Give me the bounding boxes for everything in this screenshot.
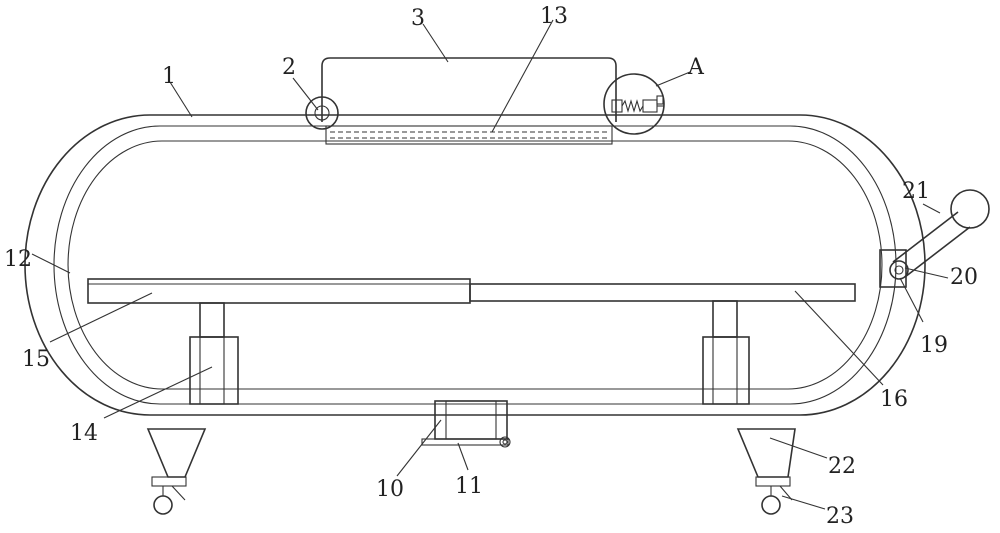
support-stand-right [702,300,750,405]
label-11: 11 [455,474,483,499]
leader-lines [31,19,949,510]
label-16: 16 [880,387,908,412]
bottom-drain [421,400,511,448]
label-12: 12 [4,247,32,272]
leg-right [736,428,796,515]
label-14: 14 [70,421,98,446]
latch-detail [603,73,665,135]
top-lid [321,57,617,145]
label-10: 10 [376,477,404,502]
shelf-rails [87,278,856,304]
label-3: 3 [411,6,425,31]
label-23: 23 [826,504,854,528]
tank-body [24,114,926,416]
side-handle [879,189,990,288]
label-19: 19 [920,333,948,358]
leg-left [146,428,207,515]
label-1: 1 [162,64,176,89]
label-20: 20 [950,265,978,290]
label-A: A [687,55,705,80]
label-21: 21 [902,179,930,204]
support-stand-left [189,302,239,405]
label-13: 13 [540,4,568,29]
reference-labels: 1 2 3 13 A 21 12 20 15 19 14 16 22 10 11… [4,4,978,529]
label-2: 2 [282,55,296,80]
hinge [305,96,339,130]
label-15: 15 [22,347,50,372]
label-22: 22 [828,454,856,479]
